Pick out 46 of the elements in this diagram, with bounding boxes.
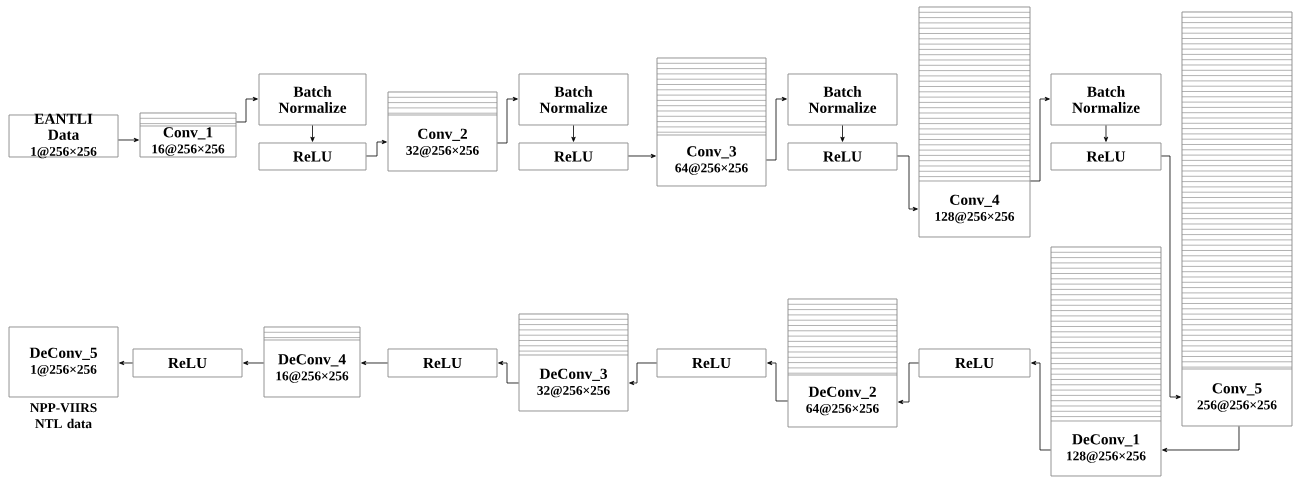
arrow xyxy=(1031,360,1051,451)
layer-box: ReLU xyxy=(787,142,898,171)
arrow xyxy=(366,139,387,157)
arrow xyxy=(361,360,388,366)
layer-box: ReLU xyxy=(132,348,243,378)
arrow xyxy=(497,96,518,144)
feature-map-box: Conv_1 16@256×256 xyxy=(139,112,237,158)
layer-box: Batch Normalize xyxy=(258,73,367,126)
feature-map-box: DeConv_2 64@256×256 xyxy=(787,298,898,428)
layer-box: DeConv_5 1@256×256 xyxy=(8,326,119,398)
layer-box: EANTLI Data 1@256×256 xyxy=(8,113,119,159)
caption-text: NPP-VIIRS NTL data xyxy=(30,403,97,429)
layer-box: ReLU xyxy=(1050,142,1162,171)
feature-map-box: Conv_3 64@256×256 xyxy=(656,57,767,187)
layer-box: ReLU xyxy=(656,348,767,378)
arrow xyxy=(840,125,845,142)
layer-box: ReLU xyxy=(518,142,629,171)
layer-box: ReLU xyxy=(387,348,498,378)
feature-map-box: DeConv_3 32@256×256 xyxy=(518,313,629,412)
arrow xyxy=(628,153,656,159)
arrow xyxy=(243,360,264,366)
arrow xyxy=(766,96,787,161)
feature-map-box: DeConv_4 16@256×256 xyxy=(263,326,361,398)
feature-map-box: Conv_2 32@256×256 xyxy=(387,91,498,172)
layer-box: ReLU xyxy=(918,348,1031,378)
arrow xyxy=(767,360,788,402)
arrow xyxy=(897,155,918,212)
arrow xyxy=(310,125,315,142)
arrow xyxy=(118,137,139,143)
feature-map-box: DeConv_1 128@256×256 xyxy=(1050,246,1162,477)
arrow xyxy=(1103,125,1109,142)
layer-box: Batch Normalize xyxy=(518,73,629,126)
arrow xyxy=(236,96,258,123)
layer-box: Batch Normalize xyxy=(1050,73,1162,126)
arrow xyxy=(1161,155,1181,400)
arrow xyxy=(898,362,919,405)
arrow xyxy=(629,362,657,386)
arrow xyxy=(1162,426,1240,453)
arrow xyxy=(571,125,576,142)
feature-map-box: Conv_4 128@256×256 xyxy=(918,6,1031,238)
feature-map-box: Conv_5 256@256×256 xyxy=(1181,11,1293,427)
arrow xyxy=(119,360,133,366)
layer-box: Batch Normalize xyxy=(787,73,898,126)
arrow xyxy=(1030,96,1050,182)
layer-box: ReLU xyxy=(258,142,367,171)
arrow xyxy=(498,360,519,384)
